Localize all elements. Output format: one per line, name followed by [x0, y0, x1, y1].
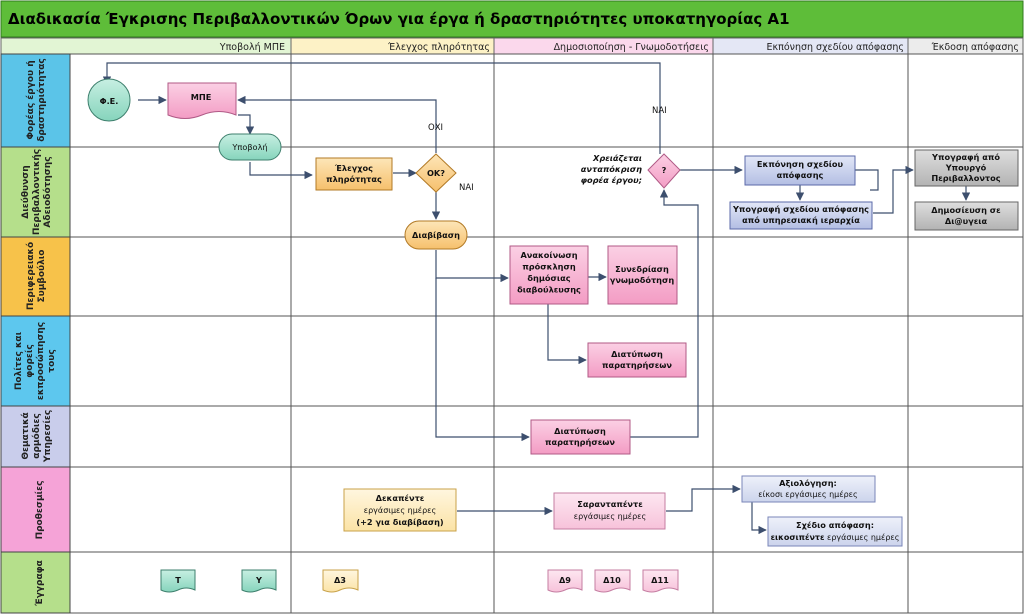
- svg-text:Δ10: Δ10: [603, 575, 621, 585]
- node-diavivasi: Διαβίβαση: [404, 220, 468, 250]
- column-headers: Υποβολή ΜΠΕ Έλεγχος πληρότητας Δημοσιοπο…: [0, 37, 1024, 55]
- column-header-ypovoli: Υποβολή ΜΠΕ: [219, 42, 285, 53]
- document-t: Τ: [160, 569, 196, 593]
- lane-label-perifereiako: ΠεριφερειακόΣυμβούλιο: [25, 242, 47, 310]
- svg-text:ΜΠΕ: ΜΠΕ: [191, 92, 212, 102]
- column-header-ekponisi: Εκπόνηση σχεδίου απόφασης: [767, 42, 904, 53]
- node-mpe: ΜΠΕ: [167, 82, 237, 119]
- document-d9: Δ9: [547, 569, 583, 593]
- svg-text:Υ: Υ: [255, 575, 263, 585]
- lane-label-thematika: ΘεματικάαρμόδιεςΥπηρεσίες: [21, 410, 53, 463]
- svg-text:?: ?: [662, 165, 667, 175]
- label-oxi: ΟΧΙ: [428, 123, 443, 133]
- svg-text:Υποβολή: Υποβολή: [231, 142, 267, 152]
- lane-headers: Φορέας έργου ήδραστηριότητας ΔιεύθυνσηΠε…: [0, 53, 71, 614]
- svg-text:Σαρανταπέντε: Σαρανταπέντε: [577, 499, 643, 509]
- svg-text:εικοσιπέντε εργάσιμες ημέρες: εικοσιπέντε εργάσιμες ημέρες: [771, 532, 900, 542]
- deadline-dekapente: Δεκαπέντε εργάσιμες ημέρες (+2 για διαβί…: [343, 488, 457, 532]
- svg-text:Φ.Ε.: Φ.Ε.: [100, 96, 119, 106]
- diagram-title: Διαδικασία Έγκρισης Περιβαλλοντικών Όρων…: [8, 10, 790, 28]
- lane-label-eggrafa: Έγγραφα: [35, 560, 45, 607]
- document-y: Υ: [241, 569, 277, 593]
- column-header-dimosiopoiisi: Δημοσιοποίηση - Γνωμοδοτήσεις: [554, 42, 709, 53]
- lane-label-prothesmies: Προθεσμίες: [34, 481, 45, 540]
- node-ok-decision: ΟΚ?: [415, 153, 457, 193]
- document-d3: Δ3: [322, 569, 359, 593]
- svg-text:Δ11: Δ11: [651, 575, 669, 585]
- svg-text:Αξιολόγηση:: Αξιολόγηση:: [779, 478, 837, 488]
- svg-text:είκοσι εργάσιμες ημέρες: είκοσι εργάσιμες ημέρες: [758, 489, 857, 499]
- svg-text:Δ9: Δ9: [559, 575, 571, 585]
- swimlane-grid: [1, 53, 1024, 614]
- svg-text:Δεκαπέντε: Δεκαπέντε: [376, 493, 425, 503]
- node-ypovoli: Υποβολή: [218, 133, 282, 161]
- node-question-decision: ?: [647, 153, 681, 189]
- label-nai-question: ΝΑΙ: [652, 106, 667, 116]
- svg-text:(+2 για διαβίβαση): (+2 για διαβίβαση): [356, 517, 444, 527]
- lane-label-foreas: Φορέας έργου ήδραστηριότητας: [25, 58, 47, 142]
- document-d11: Δ11: [642, 569, 679, 593]
- svg-text:Διαβίβαση: Διαβίβαση: [412, 230, 460, 240]
- svg-text:εργάσιμες ημέρες: εργάσιμες ημέρες: [574, 511, 646, 521]
- document-d10: Δ10: [594, 569, 631, 593]
- svg-text:ΟΚ?: ΟΚ?: [427, 168, 445, 178]
- deadline-axiologisi: Αξιολόγηση: είκοσι εργάσιμες ημέρες: [741, 475, 876, 503]
- lane-label-polites: Πολίτες καιφορείςεκπροσώπησηςτους: [13, 322, 57, 400]
- label-nai-ok: ΝΑΙ: [459, 183, 474, 193]
- connectors: [102, 62, 971, 535]
- node-fe: Φ.Ε.: [87, 78, 131, 122]
- svg-text:Σχέδιο απόφαση:: Σχέδιο απόφαση:: [796, 520, 874, 530]
- column-header-elegxos: Έλεγχος πληρότητας: [387, 42, 490, 53]
- title-bar: [0, 0, 1024, 38]
- svg-text:Τ: Τ: [175, 575, 181, 585]
- deadline-sarantapente: Σαρανταπέντε εργάσιμες ημέρες: [553, 492, 666, 530]
- svg-text:εργάσιμες ημέρες: εργάσιμες ημέρες: [364, 505, 436, 515]
- deadline-sxedio-apofasis: Σχέδιο απόφαση: εικοσιπέντε εργάσιμες ημ…: [767, 516, 903, 547]
- lane-label-diefthynsi: ΔιεύθυνσηΠεριβαλλοντικήςΑδειοδότησης: [21, 149, 53, 235]
- column-header-ekdosi: Έκδοση απόφασης: [931, 42, 1019, 53]
- svg-text:Δ3: Δ3: [334, 575, 346, 585]
